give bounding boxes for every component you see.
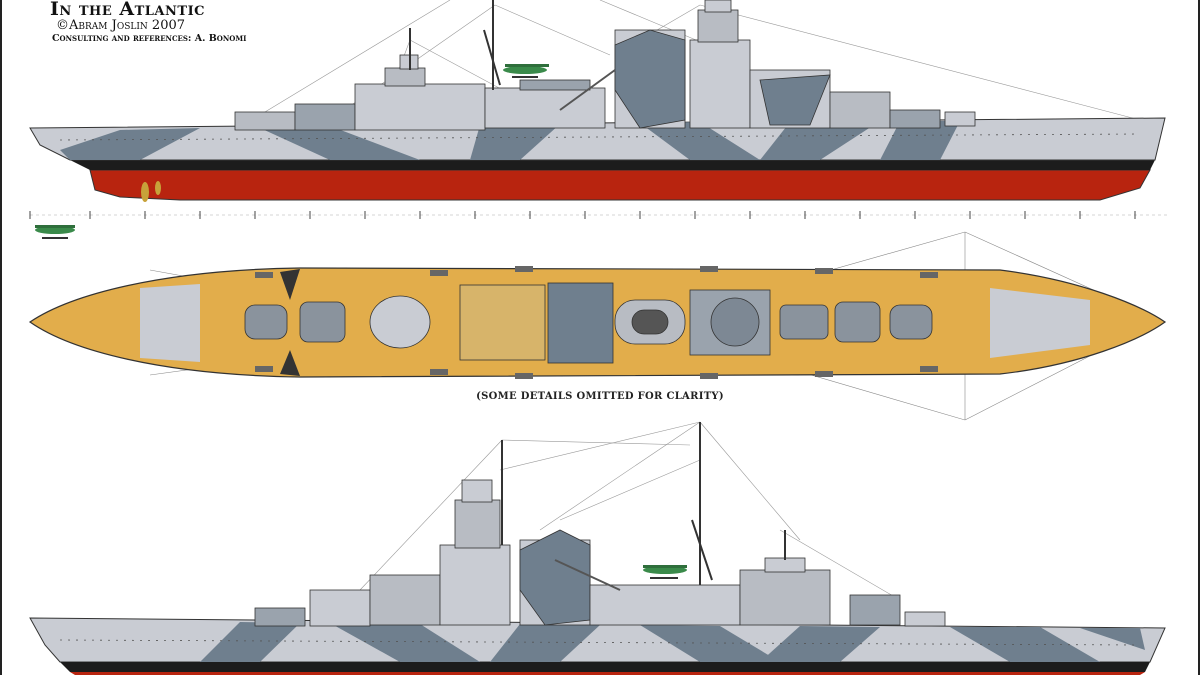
- title-block: In the Atlantic ©Abram Joslin 2007 Consu…: [50, 0, 246, 44]
- bottom-hull-camo: [200, 622, 1145, 662]
- top-seaplane-icon: [503, 64, 549, 78]
- top-crane: [559, 69, 616, 111]
- top-boot-topping: [70, 160, 1155, 170]
- top-superstructure: [234, 0, 976, 131]
- plan-stern-mark-top: [280, 269, 300, 300]
- profile-bottom: [29, 421, 1166, 675]
- profile-top: [29, 0, 1166, 202]
- plan-view: [28, 231, 1167, 421]
- plan-turrets: [244, 301, 933, 343]
- legend-seaplane-icon: [35, 225, 75, 239]
- bottom-hull-underwater: [70, 672, 1145, 675]
- top-masts: [409, 0, 501, 90]
- scale-bar: [29, 211, 1170, 219]
- left-frame-edge: [0, 0, 2, 675]
- top-propeller-icon: [141, 181, 161, 202]
- bottom-boot-topping: [60, 662, 1150, 672]
- plan-stern-mark-bottom: [280, 350, 300, 376]
- plan-camo-fwd: [990, 288, 1090, 358]
- bottom-superstructure: [254, 479, 946, 627]
- plan-superstructure: [369, 282, 829, 364]
- drawing-title: In the Atlantic: [50, 0, 205, 20]
- copyright-line: ©Abram Joslin 2007: [56, 18, 186, 33]
- plan-caption: (SOME DETAILS OMITTED FOR CLARITY): [476, 391, 724, 402]
- consulting-credit: Consulting and references: A. Bonomi: [52, 33, 247, 44]
- right-frame-edge: [1198, 0, 1200, 675]
- bottom-masts: [501, 422, 786, 585]
- top-hull-underwater: [89, 169, 1151, 201]
- top-hull-camo: [60, 121, 960, 160]
- bottom-seaplane-icon: [643, 565, 687, 579]
- bottom-rigging: [359, 421, 901, 601]
- bottom-crane: [554, 559, 621, 591]
- plan-sec-guns: [255, 266, 938, 379]
- plan-camo-aft: [140, 284, 200, 362]
